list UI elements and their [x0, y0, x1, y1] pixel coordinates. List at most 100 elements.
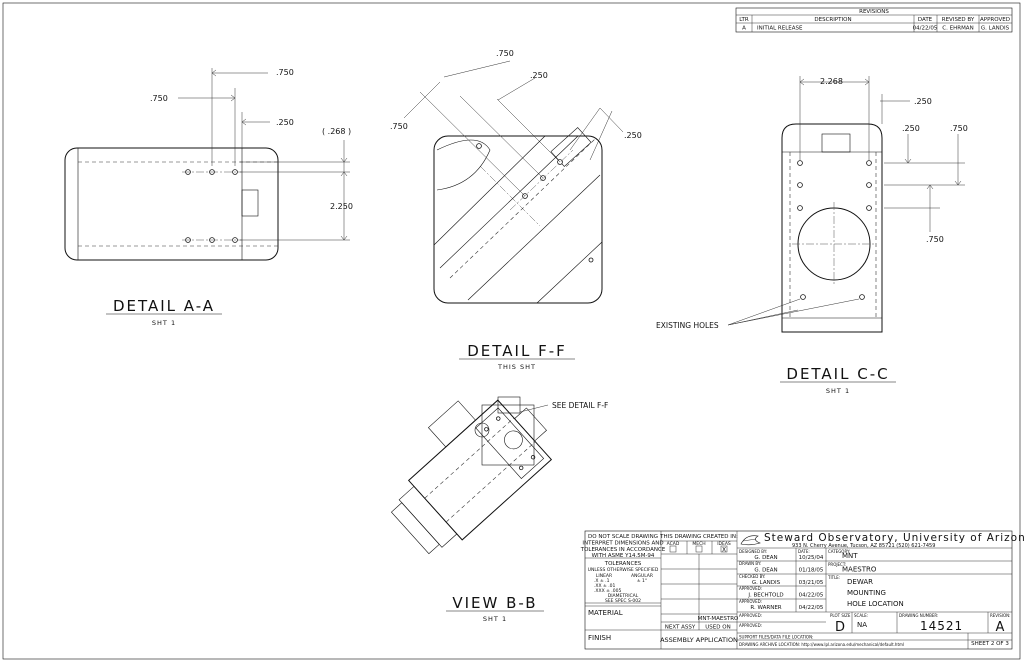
tb-title-line-1: DEWAR — [847, 578, 873, 586]
tb-tol-angular-value: ± 1° — [637, 578, 647, 584]
title-block — [584, 530, 1013, 650]
detail-a-dim-mid: .250 — [276, 118, 294, 127]
tb-drawing-number-label: DRAWING NUMBER: — [899, 613, 938, 618]
tb-title-line-3: HOLE LOCATION — [847, 600, 904, 608]
tb-scale: NA — [857, 621, 867, 629]
tb-tol-row-2: .XX ± .01 — [594, 583, 616, 589]
tb-next-assy-value: MNT-MAESTRO — [698, 616, 739, 622]
tb-scale-note-4: WITH ASME Y14.5M-94 — [592, 553, 655, 559]
detail-f-sheet: THIS SHT — [497, 363, 536, 371]
detail-c-dim-right: .750 — [950, 124, 968, 133]
detail-a-dim-top: .750 — [276, 68, 294, 77]
tb-tol-angular: ANGULAR — [631, 573, 653, 579]
tb-approved-3-label: APPROVED: — [739, 613, 762, 618]
rev-row-description: INITIAL RELEASE — [757, 26, 803, 32]
rev-row-date: 04/22/05 — [913, 26, 938, 32]
tb-approved-1-date: 04/22/05 — [799, 593, 824, 599]
tb-finish-label: FINISH — [588, 634, 611, 642]
detail-a-dim-height: 2.250 — [330, 202, 353, 211]
rev-header-ltr: LTR — [739, 17, 749, 23]
tb-drawn-by: G. DEAN — [754, 568, 777, 574]
tb-title-line-2: MOUNTING — [847, 589, 886, 597]
tb-diametrical-spec: SEE SPEC S-002 — [605, 598, 641, 604]
tb-approved-4-label: APPROVED: — [739, 623, 762, 628]
detail-c-title: DETAIL C-C — [786, 365, 889, 383]
tb-assembly-label: ASSEMBLY APPLICATION — [660, 636, 738, 644]
view-b-drawing — [390, 396, 553, 555]
detail-c-dim-top-right: .250 — [914, 97, 932, 106]
tb-designed-by-label: DESIGNED BY: — [739, 549, 767, 554]
tb-scale-label: SCALE: — [854, 613, 868, 618]
rev-row-ltr: A — [742, 26, 746, 32]
detail-a-dim-ref: ( .268 ) — [322, 127, 351, 136]
detail-f-drawing — [403, 60, 624, 304]
tb-scale-note-3: TOLERANCES IN ACCORDANCE — [580, 547, 666, 553]
tb-checked-by-label: CHECKED BY: — [739, 574, 765, 579]
tb-drawn-date: 01/18/05 — [799, 568, 824, 574]
tb-material-label: MATERIAL — [588, 609, 623, 617]
tb-approved-2-label: APPROVED: — [739, 599, 762, 604]
tb-support-file: SUPPORT FILES/DATA FILE LOCATION: — [739, 635, 813, 640]
tb-cad-title: THIS DRAWING CREATED IN: — [659, 534, 738, 540]
tb-cad-ideas-checked: X — [722, 547, 726, 554]
tb-tolerances-title: TOLERANCES — [604, 561, 642, 567]
tb-approved-2-date: 04/22/05 — [799, 605, 824, 611]
tb-cad-ideas: IDEAS — [717, 541, 731, 547]
detail-f-dim-top: .750 — [496, 49, 514, 58]
rev-header-date: DATE — [918, 17, 933, 23]
tb-tolerances-sub: UNLESS OTHERWISE SPECIFIED — [588, 567, 659, 573]
detail-f-dim-left: .750 — [390, 122, 408, 131]
detail-f-title: DETAIL F-F — [467, 342, 567, 360]
detail-c-drawing — [727, 76, 965, 333]
tb-checked-date: 03/21/05 — [799, 580, 824, 586]
tb-checked-by: G. LANDIS — [752, 580, 781, 586]
tb-next-assy-label: NEXT ASSY — [665, 625, 696, 631]
revisions-table: REVISIONS LTR DESCRIPTION DATE REVISED B… — [735, 7, 1013, 33]
tb-scale-note-2: INTERPRET DIMENSIONS AND — [582, 541, 663, 547]
tb-company: Steward Observatory, University of Arizo… — [764, 532, 1024, 544]
rev-header-approved: APPROVED — [980, 17, 1010, 23]
tb-project-label: PROJECT: — [828, 562, 846, 567]
steward-logo — [740, 535, 761, 546]
rev-header-description: DESCRIPTION — [814, 17, 851, 23]
tb-sheet: SHEET 2 OF 3 — [971, 641, 1009, 647]
tb-archive: DRAWING ARCHIVE LOCATION: http://www.lpl… — [739, 642, 904, 647]
tb-tol-row-1: .X ± .1 — [594, 578, 610, 584]
tb-drawing-number: 14521 — [920, 619, 963, 633]
tb-tol-row-3: .XXX ± .005 — [594, 588, 621, 594]
rev-row-approved: G. LANDIS — [981, 26, 1010, 32]
tb-tol-linear: LINEAR — [596, 573, 612, 579]
tb-cad-acad: ACAD — [667, 541, 680, 547]
existing-holes-note: EXISTING HOLES — [656, 321, 719, 330]
tb-diametrical: DIAMETRICAL — [608, 593, 639, 599]
detail-f-dim-mid: .250 — [530, 71, 548, 80]
tb-used-on-label: USED ON — [705, 625, 730, 631]
tb-scale-note-1: DO NOT SCALE DRAWING — [588, 534, 658, 540]
tb-approved-label: APPROVED: — [739, 586, 762, 591]
tb-project: MAESTRO — [842, 566, 877, 574]
tb-category-label: CATEGORY: — [828, 549, 850, 554]
tb-category: MNT — [842, 552, 858, 560]
tb-date-label: DATE: — [798, 549, 810, 554]
detail-c-dim-width: 2.268 — [820, 77, 843, 86]
tb-address: 933 N. Cherry Avenue, Tucson, AZ 85721 (… — [792, 543, 935, 549]
tb-cad-mech: MECH — [692, 541, 705, 547]
revisions-title: REVISIONS — [859, 9, 889, 15]
detail-c-sheet: SHT 1 — [826, 387, 850, 395]
detail-c-dim-lower: .750 — [926, 235, 944, 244]
detail-a-sheet: SHT 1 — [152, 319, 176, 327]
tb-drawn-by-label: DRAWN BY: — [739, 561, 761, 566]
detail-a-title: DETAIL A-A — [113, 297, 215, 315]
tb-approved-2: R. WARNER — [750, 605, 781, 611]
tb-designed-by: G. DEAN — [754, 555, 777, 561]
tb-plot-size-label: PLOT SIZE — [830, 613, 851, 618]
tb-designed-date: 10/25/04 — [799, 555, 824, 561]
rev-header-revised-by: REVISED BY — [942, 17, 975, 23]
detail-f-dim-right: .250 — [624, 131, 642, 140]
tb-revision: A — [996, 620, 1005, 635]
view-b-title: VIEW B-B — [452, 594, 537, 612]
tb-title-label: TITLE: — [827, 575, 840, 580]
see-detail-f-callout: SEE DETAIL F-F — [552, 401, 608, 410]
